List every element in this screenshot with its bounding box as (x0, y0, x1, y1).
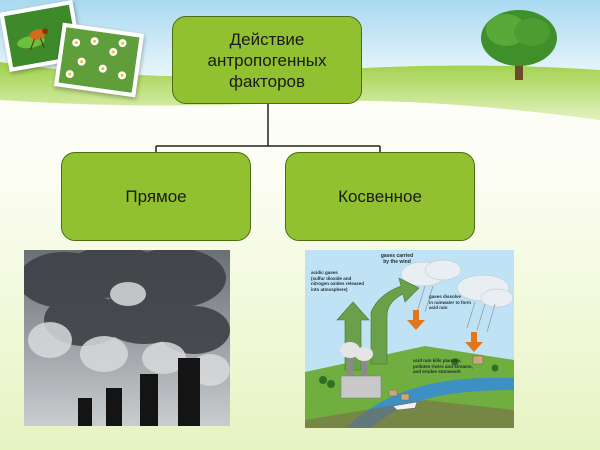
trees (319, 358, 499, 388)
child-node-direct-label: Прямое (125, 186, 187, 206)
root-node-label: Действие антропогенных факторов (207, 29, 327, 91)
daisy-photo (53, 22, 145, 98)
child-node-direct: Прямое (61, 152, 251, 241)
smokestacks-photo (24, 250, 230, 426)
label-gases-dissolve: gases dissolve in rainwater to form acid… (429, 294, 472, 310)
daisy-field-image (58, 27, 140, 93)
label-acid-rain-kills: acid rain kills plantlife, pollutes rive… (413, 358, 473, 374)
acid-rain-arrows (407, 310, 483, 352)
label-acidic-gases: acidic gases (sulfur dioxide and nitroge… (311, 270, 365, 292)
root-node: Действие антропогенных факторов (172, 16, 362, 104)
tree-icon (481, 10, 557, 80)
land-side (305, 400, 514, 428)
chimneys (78, 358, 200, 426)
houses (388, 355, 484, 401)
acid-rain-diagram: gases carried by the wind acidic gases (… (305, 250, 514, 428)
factory (340, 342, 382, 399)
child-node-indirect: Косвенное (285, 152, 475, 241)
child-node-indirect-label: Косвенное (338, 186, 422, 206)
acid-rain-illustration (305, 250, 514, 428)
rain-streaks (416, 285, 496, 333)
label-gases-carried: gases carried by the wind (380, 253, 414, 265)
ship (392, 401, 418, 411)
